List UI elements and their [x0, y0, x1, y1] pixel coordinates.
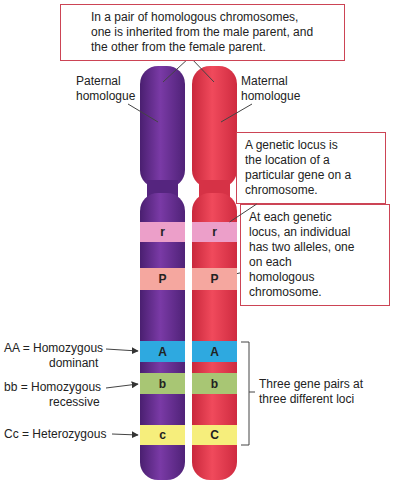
pointer-arrow: [106, 349, 138, 351]
bracket-label: Three gene pairs at three different loci: [259, 377, 379, 407]
chromosome-arm: [192, 66, 237, 188]
gene-locus-band: r: [140, 222, 185, 242]
allele-letter: b: [211, 377, 218, 391]
chromosome-arm: [140, 66, 185, 188]
gene-locus-band: A: [192, 341, 237, 362]
chromosome-label: Paternal homologue: [76, 74, 148, 104]
callout-box: At each genetic locus, an individual has…: [240, 204, 390, 306]
allele-letter: A: [158, 345, 167, 359]
leader-line: [128, 104, 158, 122]
chromosome-arm: [140, 193, 185, 480]
chromosome-arm: [192, 193, 237, 480]
genotype-label: Cc = Heterozygous: [4, 427, 122, 442]
pointer-arrow: [106, 384, 138, 388]
callout-text: At each genetic locus, an individual has…: [249, 210, 359, 300]
chromosome-label: Maternal homologue: [241, 74, 317, 104]
allele-letter: b: [159, 377, 166, 391]
gene-locus-band: C: [192, 425, 237, 445]
gene-locus-band: P: [140, 268, 185, 290]
pointer-arrow: [112, 434, 138, 435]
allele-letter: r: [212, 225, 217, 239]
callout-box: In a pair of homologous chromosomes, one…: [60, 4, 345, 61]
bracket: [241, 342, 249, 445]
allele-letter: c: [159, 428, 166, 442]
gene-locus-band: r: [192, 222, 237, 242]
allele-letter: r: [160, 225, 165, 239]
paternal-chromosome: [140, 66, 185, 480]
gene-locus-band: P: [192, 268, 237, 290]
genotype-label: AA = Homozygous dominant: [4, 341, 114, 371]
maternal-chromosome: [192, 66, 237, 480]
callout-box: A genetic locus is the location of a par…: [236, 132, 386, 204]
callout-text: A genetic locus is the location of a par…: [245, 138, 355, 198]
gene-locus-band: c: [140, 425, 185, 445]
genotype-label: bb = Homozygous recessive: [4, 380, 114, 410]
allele-letter: P: [158, 272, 166, 286]
allele-letter: P: [210, 272, 218, 286]
callout-text: In a pair of homologous chromosomes, one…: [91, 10, 314, 55]
gene-locus-band: b: [192, 373, 237, 394]
bracket-tick: [249, 392, 255, 393]
gene-locus-band: A: [140, 341, 185, 362]
gene-locus-band: b: [140, 373, 185, 394]
allele-letter: A: [210, 345, 219, 359]
allele-letter: C: [210, 428, 219, 442]
leader-line: [221, 104, 252, 122]
